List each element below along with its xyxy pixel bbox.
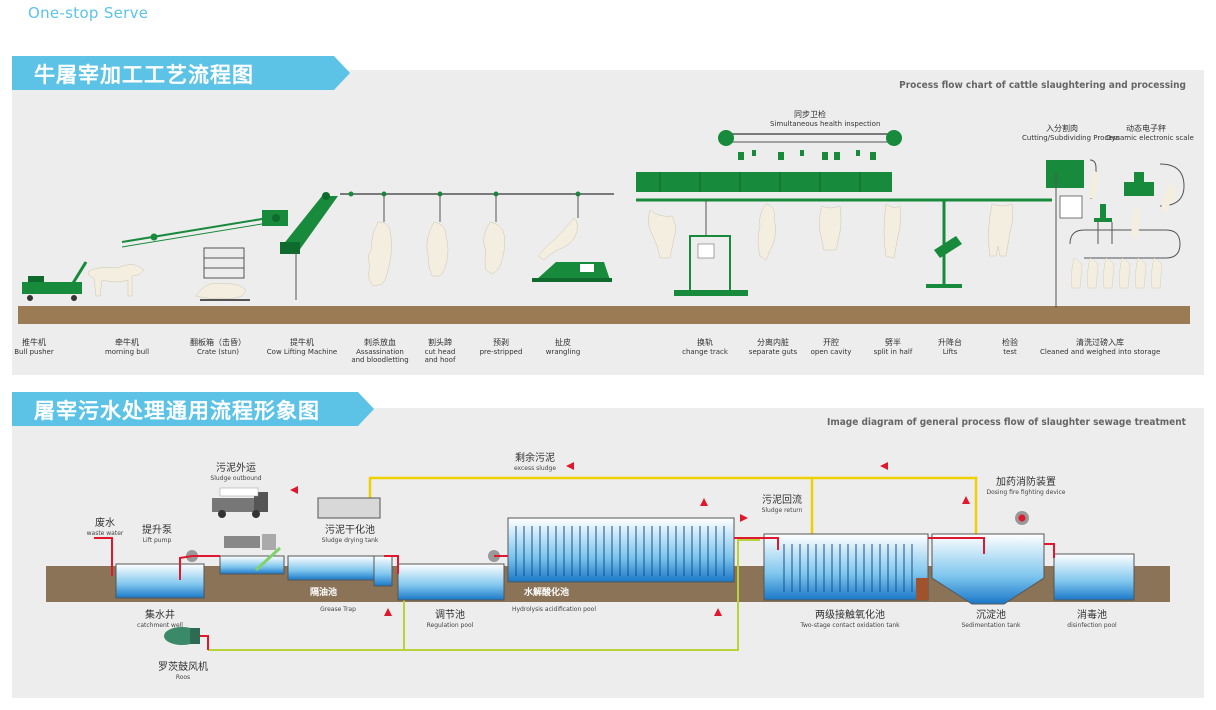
regulation-pool xyxy=(397,563,505,601)
hydrolysis-label: Hydrolysis acidification pool xyxy=(511,606,596,613)
carcass-pre-stripped xyxy=(483,221,505,275)
excess-sludge-pipe xyxy=(368,476,978,536)
hydrolysis-inner-label: 水解酸化池 xyxy=(524,586,569,598)
slaughter-banner-title: 牛屠宰加工工艺流程图 xyxy=(34,63,254,87)
sewage-banner-title: 屠宰污水处理通用流程形象图 xyxy=(34,399,320,423)
filter-press xyxy=(224,534,282,572)
banner-shape xyxy=(12,392,374,426)
hide-puller xyxy=(532,262,612,282)
carcass-test xyxy=(988,203,1013,257)
slaughter-subtitle: Process flow chart of cattle slaughterin… xyxy=(899,80,1186,91)
carcass-wrangling xyxy=(537,217,578,261)
health-inspection-conveyor xyxy=(718,130,902,160)
air-supply-pipe xyxy=(208,539,760,651)
standing-bull xyxy=(87,264,145,297)
sewage-flow-illustration: 隔油池 水解酸化池 xyxy=(46,462,1170,651)
settling-tank xyxy=(219,555,285,575)
floor xyxy=(18,306,1190,324)
flow-arrows xyxy=(290,462,970,616)
slaughter-line-illustration xyxy=(18,130,1190,324)
carcass-separate-guts xyxy=(757,203,776,261)
grease-trap-label: Grease Trap xyxy=(320,606,356,613)
overhead-rail xyxy=(340,191,614,222)
cutting-process-en: Cutting/Subdividing Process xyxy=(1022,134,1120,142)
bull-lead-conveyor xyxy=(121,210,288,248)
carcass-open-cavity xyxy=(819,205,842,251)
tagline: One-stop Serve xyxy=(28,4,149,22)
oxidation-media xyxy=(783,544,913,592)
sludge-truck xyxy=(212,487,268,518)
catchment-well xyxy=(115,563,205,599)
grease-trap-inner-label: 隔油池 xyxy=(310,586,337,598)
slaughter-banner: 牛屠宰加工工艺流程图 xyxy=(12,56,352,90)
contact-oxidation-tank xyxy=(763,533,929,601)
electronic-scale-cn: 动态电子秤 xyxy=(1126,124,1166,133)
cutting-process-cn: 入分割肉 xyxy=(1046,124,1078,133)
lift-platform xyxy=(926,200,962,288)
grease-trap-pit xyxy=(373,555,393,587)
health-inspection-label: 同步卫检 Simultaneous health inspection xyxy=(770,110,880,128)
carcass-cut-head xyxy=(426,221,449,277)
health-inspection-cn: 同步卫检 xyxy=(794,110,826,119)
carcass-split-half xyxy=(883,203,901,259)
hydrolysis-tank xyxy=(507,517,735,583)
stun-crate xyxy=(200,247,250,301)
dosing-device xyxy=(1015,511,1029,525)
bull-pusher xyxy=(22,261,88,301)
electronic-scale-label: 动态电子秤 Dynamic electronic scale xyxy=(1106,124,1194,142)
roots-blower xyxy=(164,627,200,645)
carcass-bleeding xyxy=(368,221,392,287)
storage-area xyxy=(1046,159,1185,308)
grease-trap xyxy=(287,555,375,581)
hydrolysis-media xyxy=(515,526,725,576)
stunned-bull xyxy=(195,283,247,299)
carcass-change-track xyxy=(648,209,676,259)
sedimentation-tank xyxy=(931,533,1045,605)
sewage-subtitle: Image diagram of general process flow of… xyxy=(826,417,1186,428)
health-inspection-en: Simultaneous health inspection xyxy=(770,120,881,128)
cow-lifting-machine xyxy=(280,192,338,300)
processing-platform xyxy=(636,172,1052,296)
red-pipes xyxy=(94,537,1055,650)
banner-shape xyxy=(12,56,350,90)
disinfection-pool xyxy=(1053,553,1135,601)
step-label: 翻板箱（击昏）Crate (stun) xyxy=(190,338,246,356)
cutting-process-label: 入分割肉 Cutting/Subdividing Process xyxy=(1022,124,1120,142)
sludge-drying-tank xyxy=(317,497,381,519)
electronic-scale-en: Dynamic electronic scale xyxy=(1106,134,1194,142)
sewage-banner: 屠宰污水处理通用流程形象图 xyxy=(12,392,382,426)
